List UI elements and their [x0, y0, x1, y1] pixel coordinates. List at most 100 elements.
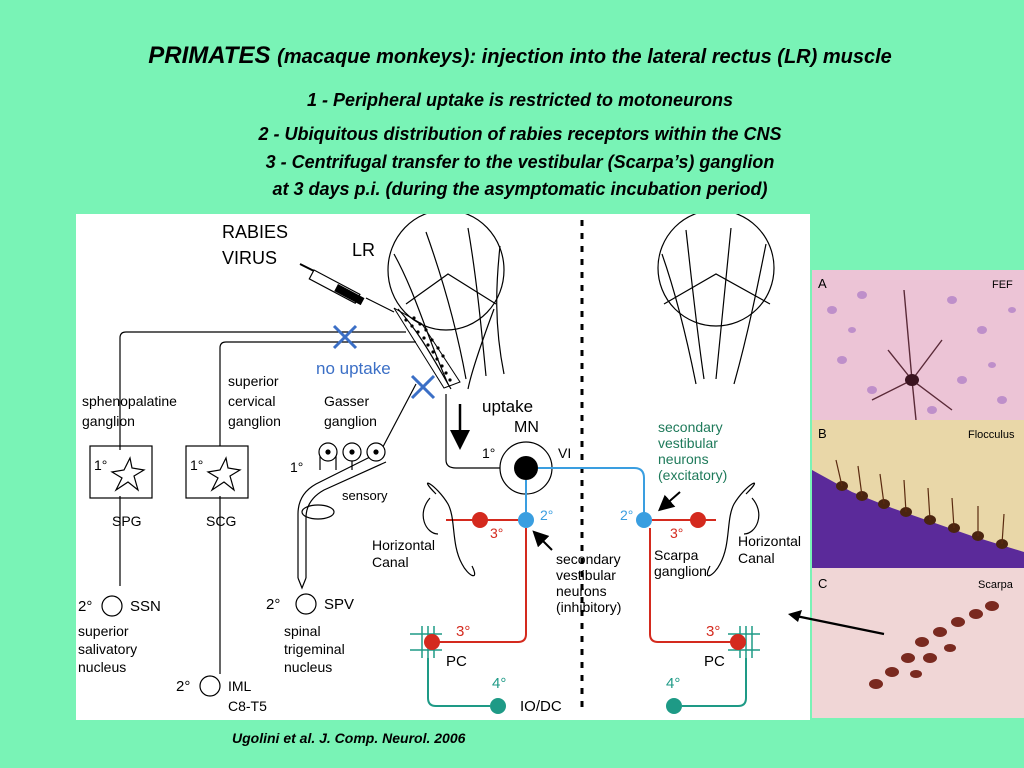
sphenopalatine-label-2: ganglion	[82, 413, 135, 429]
spv-full-2: trigeminal	[284, 641, 345, 657]
iml-degree: 2°	[176, 678, 190, 695]
excit-arrow	[657, 491, 681, 512]
inhibitory-vestibular-neuron	[518, 512, 534, 528]
panel-a-letter: A	[818, 276, 827, 291]
title-main: PRIMATES	[148, 42, 271, 69]
iml-label: IML	[228, 678, 252, 694]
right-3rd-degree: 3°	[670, 525, 683, 541]
excitatory-vestibular-neuron	[636, 512, 652, 528]
left-3rd-degree: 3°	[490, 525, 503, 541]
scarpa-label-1: Scarpa	[654, 547, 699, 563]
panel-a-fef: A FEF	[812, 270, 1024, 421]
spg-box	[89, 445, 153, 499]
panel-c-letter: C	[818, 576, 827, 591]
lr-label: LR	[352, 240, 375, 260]
panel-c-scarpa: C Scarpa	[812, 568, 1024, 718]
spg-label: SPG	[112, 513, 142, 529]
mn-degree: 1°	[482, 445, 495, 461]
panel-c-arrow	[788, 610, 885, 636]
right-horizontal-canal	[706, 482, 760, 577]
ssn-full-3: nucleus	[78, 659, 126, 675]
ssn-degree: 2°	[78, 598, 92, 615]
spv-full-1: spinal	[284, 623, 321, 639]
motoneuron	[514, 456, 538, 480]
teal-pathway	[427, 658, 747, 707]
superior-cervical-2: cervical	[228, 393, 275, 409]
vi-label: VI	[558, 445, 571, 461]
left-horizontal-label: Horizontal	[372, 537, 435, 553]
inhib-arrow	[532, 530, 553, 551]
gasser-degree: 1°	[290, 459, 303, 475]
right-horizontal-label: Horizontal	[738, 533, 801, 549]
iml-nucleus	[199, 675, 221, 697]
left-canal-label: Canal	[372, 554, 409, 570]
spv-degree: 2°	[266, 596, 280, 613]
spv-nucleus	[295, 593, 317, 615]
scg-neuron-icon	[206, 456, 242, 492]
title-sub: (macaque monkeys): injection into the la…	[277, 46, 892, 68]
excit-label-4: (excitatory)	[658, 467, 727, 483]
point-1: 1 - Peripheral uptake is restricted to m…	[306, 90, 734, 110]
right-4th-degree: 4°	[666, 675, 680, 692]
point-3: 3 - Centrifugal transfer to the vestibul…	[265, 152, 775, 172]
point-3-cont: at 3 days p.i. (during the asymptomatic …	[272, 179, 768, 199]
io-dc-label: IO/DC	[520, 698, 562, 715]
right-purkinje-cell	[730, 634, 746, 650]
ssn-nucleus	[101, 595, 123, 617]
right-pc-label: PC	[704, 653, 725, 670]
panel-b-letter: B	[818, 426, 827, 441]
left-pc-3rd-degree: 3°	[456, 623, 470, 640]
right-pc-3rd-degree: 3°	[706, 623, 720, 640]
point-2: 2 - Ubiquitous distribution of rabies re…	[258, 124, 782, 144]
spv-label: SPV	[324, 596, 354, 613]
right-inferior-olive-cell	[666, 698, 682, 714]
scg-box	[185, 445, 249, 499]
right-eye-muscles	[657, 214, 775, 385]
left-pc-label: PC	[446, 653, 467, 670]
rabies-pathway-diagram: RABIES VIRUS LR no uptake 1° SPG 1° SCG …	[76, 214, 810, 720]
left-scarpa-ganglion-cell	[472, 512, 488, 528]
spg-neuron-icon	[110, 456, 146, 492]
superior-cervical-1: superior	[228, 373, 279, 389]
no-uptake-label: no uptake	[316, 359, 391, 378]
inhib-2nd-degree: 2°	[540, 507, 553, 523]
right-canal-label: Canal	[738, 550, 775, 566]
sphenopalatine-label-1: sphenopalatine	[82, 393, 177, 409]
slide-title: PRIMATES (macaque monkeys): injection in…	[0, 42, 1024, 70]
ssn-label: SSN	[130, 598, 161, 615]
superior-cervical-3: ganglion	[228, 413, 281, 429]
scg-degree: 1°	[190, 457, 203, 473]
injection-site	[393, 307, 461, 389]
spg-degree: 1°	[94, 457, 107, 473]
spv-nerve-terminal	[297, 577, 307, 590]
excit-2nd-degree: 2°	[620, 507, 633, 523]
syringe	[299, 263, 395, 313]
inhib-label-4: (inhibitory)	[556, 599, 621, 615]
panel-a-label: FEF	[992, 279, 1013, 291]
c8t5-label: C8-T5	[228, 698, 267, 714]
left-eye-muscles	[387, 214, 505, 390]
gasser-ganglion-cells	[318, 442, 386, 462]
virus-label: VIRUS	[222, 248, 277, 268]
right-scarpa-ganglion-cell	[690, 512, 706, 528]
mn-label: MN	[514, 419, 539, 436]
scg-label: SCG	[206, 513, 236, 529]
left-horizontal-canal	[422, 482, 476, 577]
sensory-label: sensory	[342, 488, 388, 503]
ssn-full-2: salivatory	[78, 641, 137, 657]
inhib-label-2: vestibular	[556, 567, 616, 583]
inhib-label-3: neurons	[556, 583, 607, 599]
blue-pathway	[525, 467, 645, 520]
ssn-full-1: superior	[78, 623, 129, 639]
spv-full-3: nucleus	[284, 659, 332, 675]
gasser-label-1: Gasser	[324, 393, 369, 409]
photomicrograph-panels: A FEF B Flocculus C Scarpa	[812, 270, 1024, 718]
uptake-label: uptake	[482, 397, 533, 416]
inhib-label-1: secondary	[556, 551, 621, 567]
red-pathway	[430, 519, 740, 643]
rabies-label: RABIES	[222, 222, 288, 242]
sensory-nerve-ring	[301, 504, 335, 520]
blocked-crosses	[332, 324, 436, 400]
panel-b-label: Flocculus	[968, 429, 1015, 441]
excit-label-3: neurons	[658, 451, 709, 467]
